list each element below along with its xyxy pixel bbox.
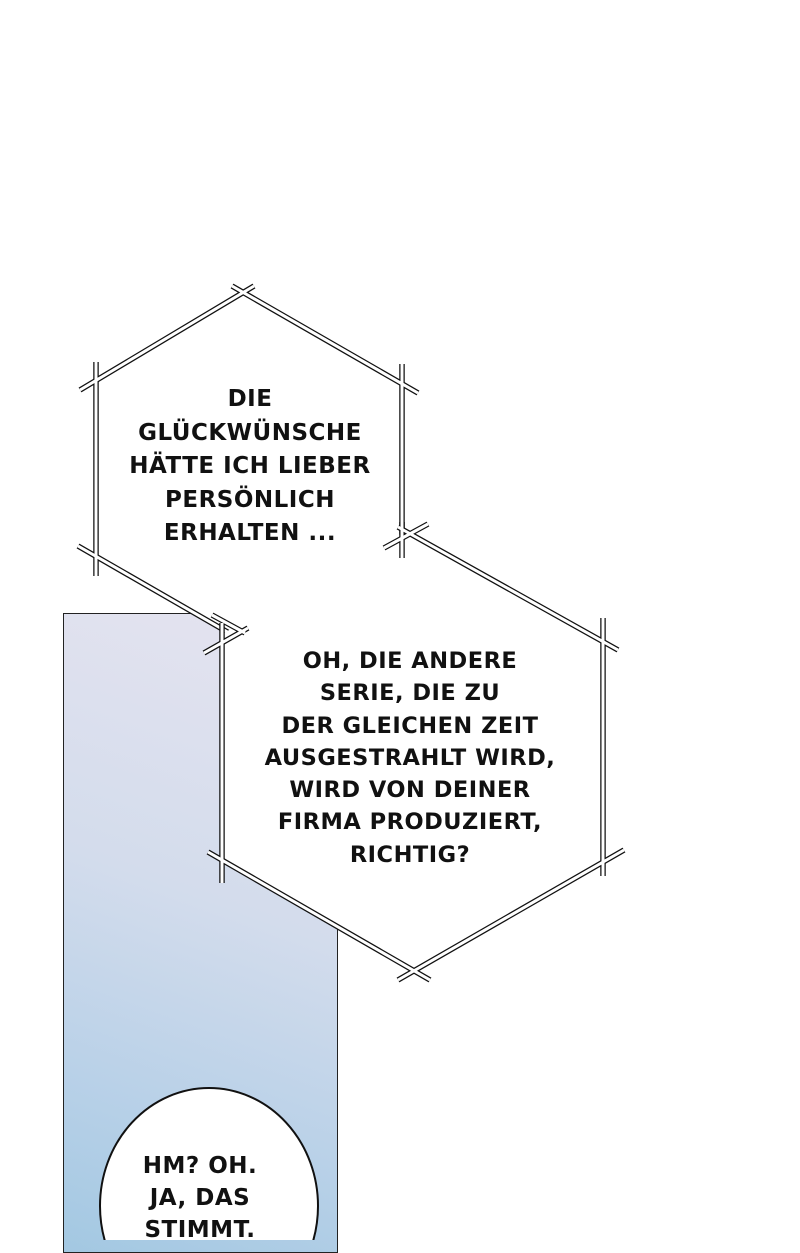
bubble-1-line: HÄTTE ICH LIEBER <box>129 453 371 479</box>
bubble-3-line: JA, DAS <box>149 1185 251 1211</box>
bubble-2-line: SERIE, DIE ZU <box>319 680 501 707</box>
bubble-2-line: OH, DIE ANDERE <box>302 648 518 674</box>
bubble-1-line: GLÜCKWÜNSCHE <box>138 419 362 446</box>
bubble-3-line: STIMMT. <box>144 1217 256 1243</box>
bubble-1-line: ERHALTEN ... <box>163 520 337 546</box>
bubble-2-line: FIRMA PRODUZIERT, <box>277 809 543 836</box>
round-bubble-3-outline <box>99 1087 319 1240</box>
hexagon-bubble-1-outline <box>76 283 420 648</box>
bubble-2-line: AUSGESTRAHLT WIRD, <box>264 744 556 771</box>
bubble-1-line: DIE <box>227 386 273 412</box>
hexagon-bubble-2-outline <box>202 521 626 983</box>
speech-bubble-1-text: DIE GLÜCKWÜNSCHE HÄTTE ICH LIEBER PERSÖN… <box>100 383 400 551</box>
bubble-1-line: PERSÖNLICH <box>165 486 335 513</box>
bubble-3-line: HM? OH. <box>142 1153 258 1179</box>
bubble-2-line: WIRD VON DEINER <box>289 777 531 804</box>
speech-bubble-3-text: HM? OH. JA, DAS STIMMT. <box>100 1150 300 1246</box>
speech-bubble-2-text: OH, DIE ANDERE SERIE, DIE ZU DER GLEICHE… <box>220 645 600 871</box>
bubble-2-line: DER GLEICHEN ZEIT <box>281 712 539 739</box>
bubble-2-line: RICHTIG? <box>349 841 471 868</box>
